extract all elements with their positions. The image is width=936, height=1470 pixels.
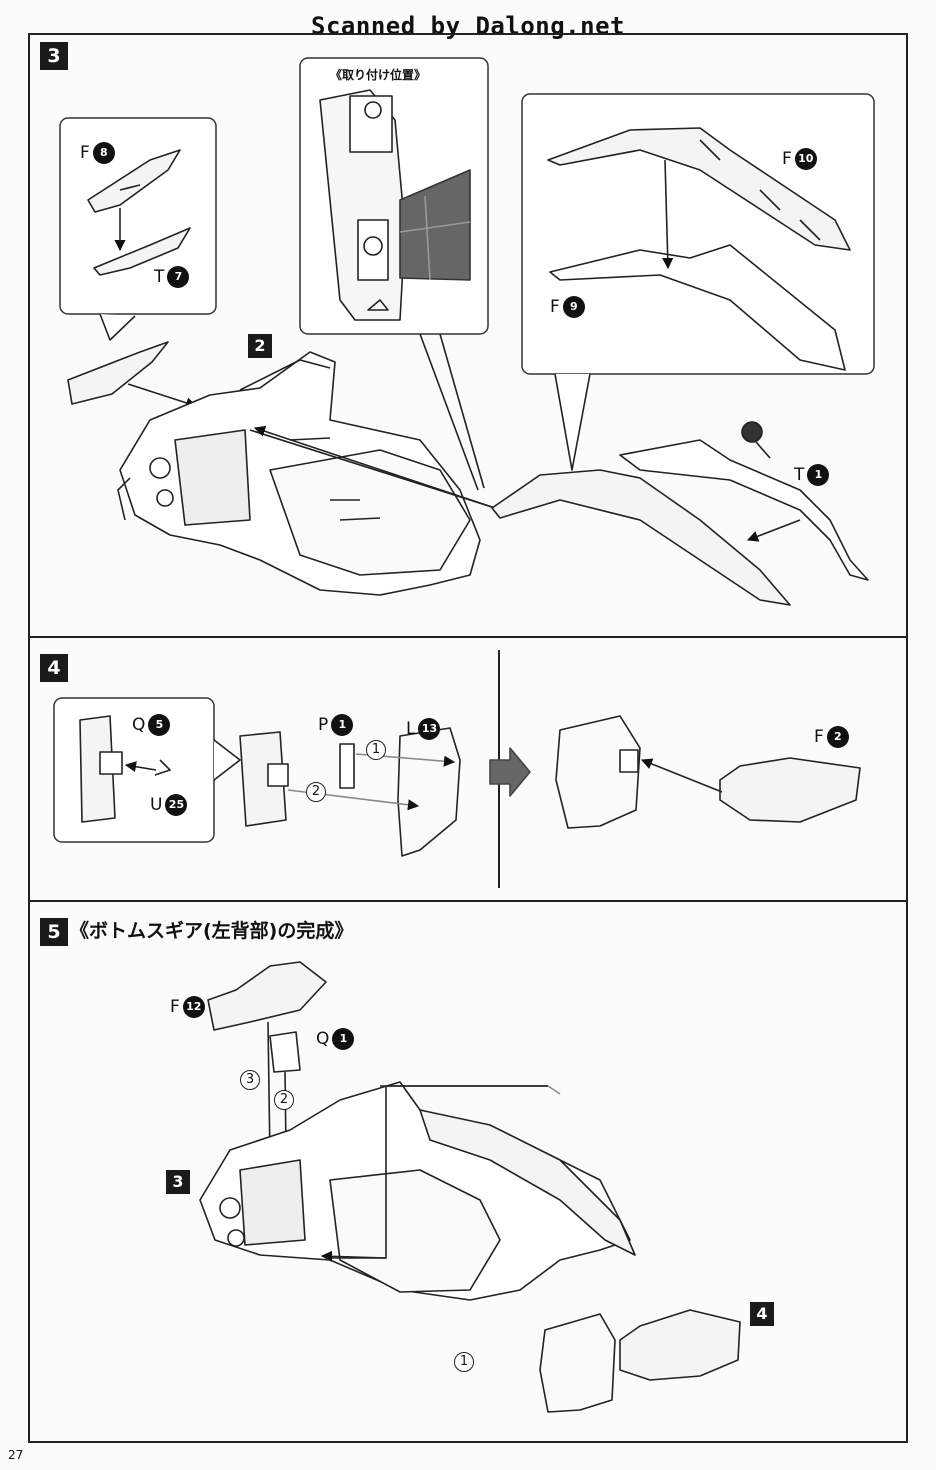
page-frame [28, 33, 908, 1443]
step-5-ref-4: 4 [750, 1302, 774, 1326]
step-4-number: 4 [40, 654, 68, 682]
order-mark-1: 1 [366, 740, 386, 760]
step-5-number: 5 [40, 918, 68, 946]
order-mark-2b: 2 [274, 1090, 294, 1110]
order-mark-1b: 1 [454, 1352, 474, 1372]
order-mark-3: 3 [240, 1070, 260, 1090]
page-number: 27 [8, 1448, 24, 1462]
mounting-position-caption: 《取り付け位置》 [330, 68, 427, 82]
step-5-title: 《ボトムスギア(左背部)の完成》 [70, 920, 354, 942]
watermark-header: Scanned by Dalong.net [311, 12, 625, 40]
step-5-ref-3: 3 [166, 1170, 190, 1194]
step-3-number: 3 [40, 42, 68, 70]
divider-step4-step5 [28, 900, 908, 902]
order-mark-2: 2 [306, 782, 326, 802]
step-3-subassembly-ref: 2 [248, 334, 272, 358]
divider-step3-step4 [28, 636, 908, 638]
